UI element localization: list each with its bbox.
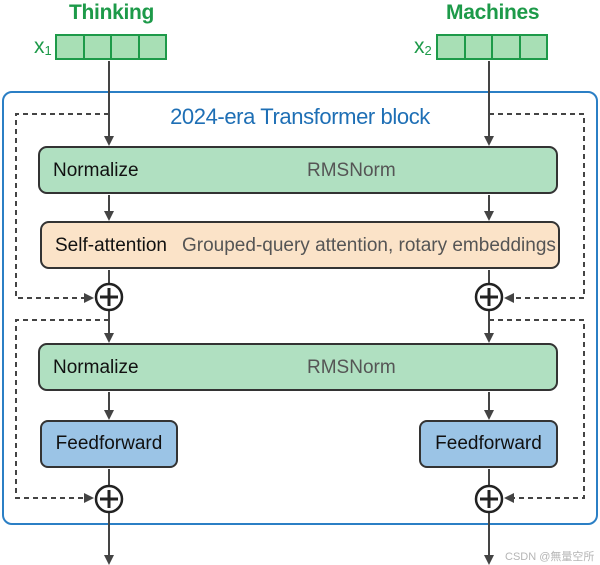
self-attention-label: Self-attention: [55, 235, 167, 256]
token-sub-2: 2: [424, 43, 432, 58]
token-vector-x2: [436, 34, 548, 60]
token-vector-x1: [55, 34, 167, 60]
token-cell: [57, 36, 85, 58]
token-var-x1: x: [34, 35, 45, 58]
feedforward-box-left: Feedforward: [40, 420, 178, 468]
normalize-bar-1: Normalize RMSNorm: [38, 146, 558, 194]
self-attention-bar: Self-attention Grouped-query attention, …: [40, 221, 560, 269]
token-cell: [438, 36, 466, 58]
token-var-x2: x: [414, 35, 425, 58]
token-cell: [466, 36, 493, 58]
token-sub-1: 1: [44, 43, 52, 58]
normalize-type-1: RMSNorm: [307, 160, 396, 181]
token-vector-label-x2: x2: [414, 35, 432, 59]
feedforward-box-right: Feedforward: [419, 420, 558, 468]
normalize-type-2: RMSNorm: [307, 357, 396, 378]
token-cell: [85, 36, 112, 58]
transformer-block-frame: [2, 91, 598, 525]
token-word-thinking: Thinking: [69, 1, 155, 24]
token-cell: [140, 36, 166, 58]
token-word-machines: Machines: [446, 1, 540, 24]
normalize-label-1: Normalize: [53, 160, 139, 181]
token-cell: [493, 36, 521, 58]
token-cell: [112, 36, 140, 58]
self-attention-description: Grouped-query attention, rotary embeddin…: [182, 235, 556, 256]
normalize-bar-2: Normalize RMSNorm: [38, 343, 558, 391]
normalize-label-2: Normalize: [53, 357, 139, 378]
token-cell: [521, 36, 547, 58]
watermark: CSDN @無量空所: [505, 551, 595, 563]
token-vector-label-x1: x1: [34, 35, 52, 59]
block-title: 2024-era Transformer block: [170, 104, 430, 129]
